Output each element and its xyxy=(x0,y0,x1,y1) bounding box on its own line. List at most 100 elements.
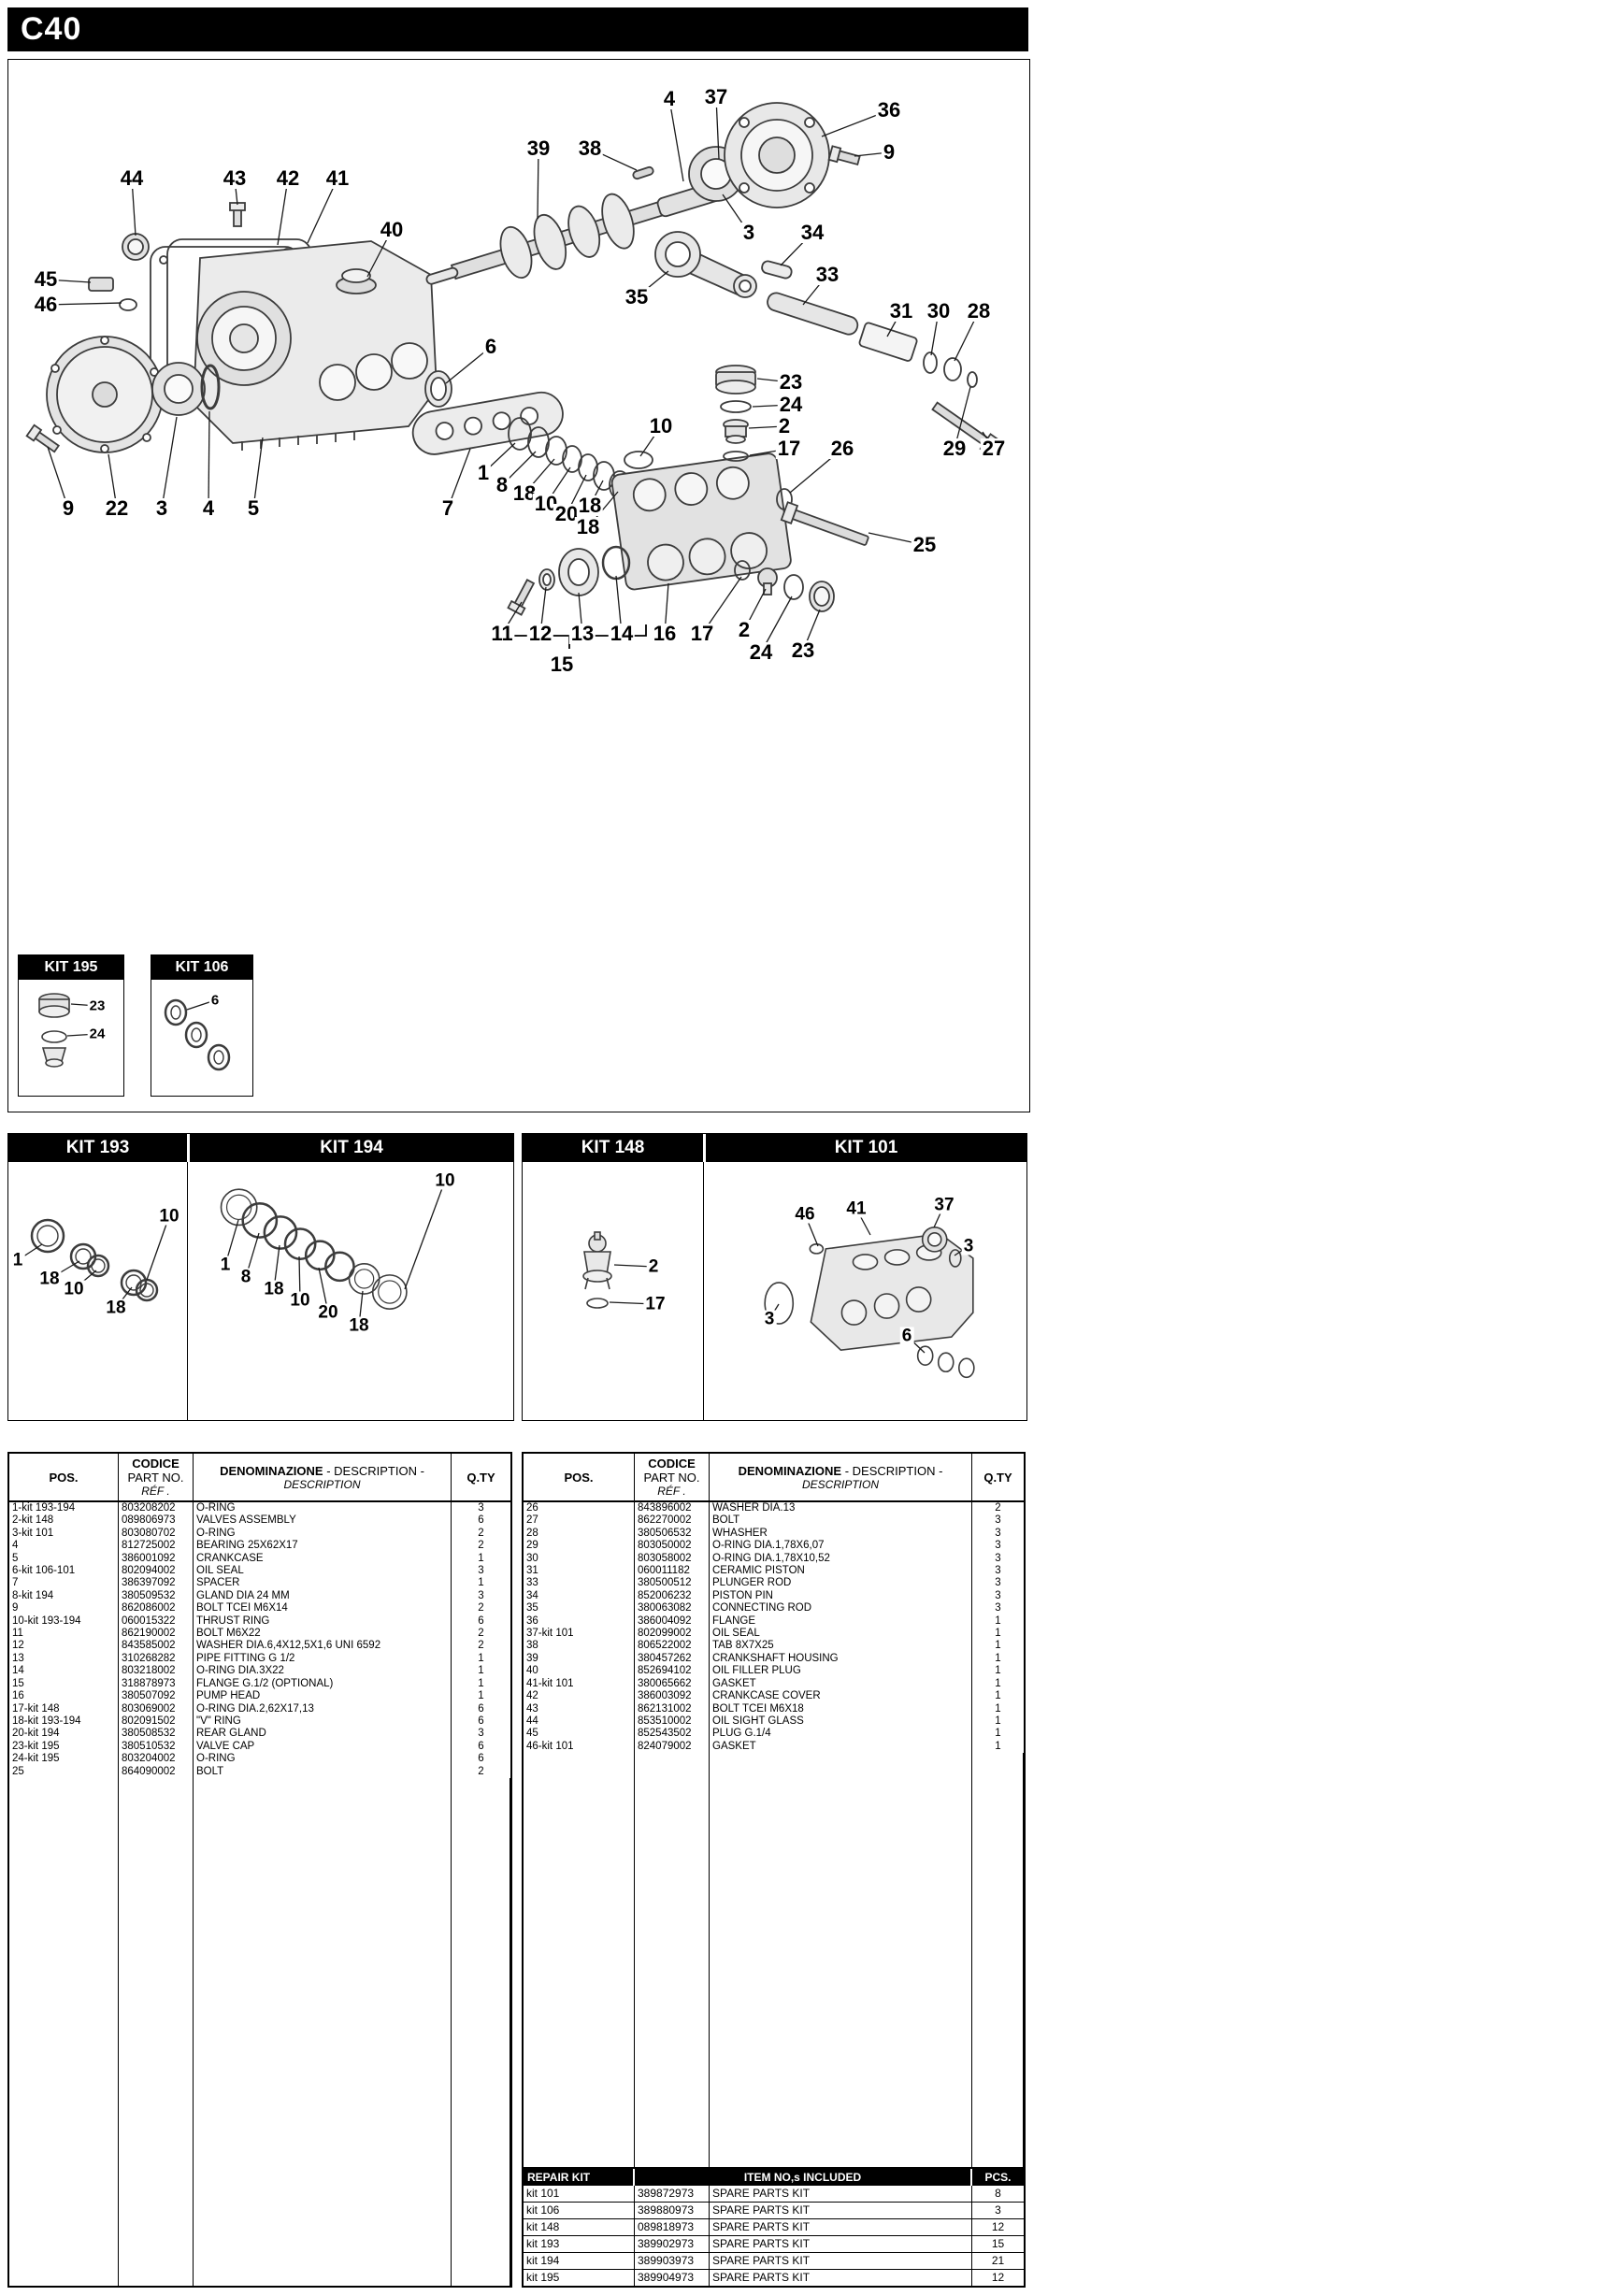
filler-cell xyxy=(9,1777,119,2286)
kit-106-box: KIT 106 6 xyxy=(151,954,253,1097)
filler-cell xyxy=(119,1777,194,2286)
table-cell: WHASHER xyxy=(710,1527,972,1541)
table-cell: 35 xyxy=(524,1602,635,1615)
table-cell: 3 xyxy=(995,1540,1001,1552)
table-cell: 380500512 xyxy=(635,1577,710,1590)
table-cell: CONNECTING ROD xyxy=(710,1602,972,1615)
table-cell: 6 xyxy=(478,1514,484,1527)
table-cell: 089806973 xyxy=(119,1514,194,1528)
table-cell: 40 xyxy=(524,1665,635,1678)
table-cell: 1 xyxy=(995,1728,1001,1740)
parts-table-right-header: POS. CODICE PART NO. RÉF . DENOMINAZIONE… xyxy=(524,1454,1024,1502)
table-cell: 36 xyxy=(524,1614,635,1629)
table-cell: WASHER DIA.6,4X12,5X1,6 UNI 6592 xyxy=(194,1640,452,1653)
table-cell: BOLT M6X22 xyxy=(194,1628,452,1641)
table-cell: 23-kit 195 xyxy=(9,1740,119,1754)
table-cell: 39 xyxy=(524,1652,635,1666)
table-cell: PIPE FITTING G 1/2 xyxy=(194,1652,452,1666)
parts-table-right-filler xyxy=(524,1753,1024,2167)
table-cell: 380508532 xyxy=(119,1728,194,1741)
table-cell: 802099002 xyxy=(635,1628,710,1641)
table-cell: REAR GLAND xyxy=(194,1728,452,1741)
table-cell: 803058002 xyxy=(635,1552,710,1566)
table-cell: O-RING xyxy=(194,1527,452,1541)
table-cell: 8-kit 194 xyxy=(9,1589,119,1603)
table-cell: 803069002 xyxy=(119,1702,194,1715)
table-cell: O-RING DIA.2,62X17,13 xyxy=(194,1702,452,1715)
table-cell: 21 xyxy=(991,2254,1005,2267)
page-title: C40 xyxy=(21,11,82,47)
table-cell: 386004092 xyxy=(635,1614,710,1629)
table-cell: 12 xyxy=(991,2220,1005,2233)
table-cell: 803204002 xyxy=(119,1753,194,1766)
table-cell: 386003092 xyxy=(635,1690,710,1703)
table-cell: 380506532 xyxy=(635,1527,710,1541)
table-cell: 42 xyxy=(524,1690,635,1703)
table-cell: 29 xyxy=(524,1540,635,1553)
table-cell: 060015322 xyxy=(119,1614,194,1629)
table-cell: 25 xyxy=(9,1765,119,1778)
table-cell: 3 xyxy=(478,1502,484,1514)
kit-101-header: KIT 101 xyxy=(706,1134,1026,1162)
table-cell: 864090002 xyxy=(119,1765,194,1778)
table-cell: 34 xyxy=(524,1589,635,1603)
table-cell: 9 xyxy=(9,1602,119,1615)
table-cell: 852694102 xyxy=(635,1665,710,1678)
table-cell: 11 xyxy=(9,1628,119,1641)
table-cell: 843896002 xyxy=(635,1502,710,1515)
parts-table-right: POS. CODICE PART NO. RÉF . DENOMINAZIONE… xyxy=(522,1452,1026,2288)
table-cell: BEARING 25X62X17 xyxy=(194,1540,452,1553)
table-cell: 852543502 xyxy=(635,1728,710,1741)
table-cell: 3 xyxy=(478,1728,484,1740)
table-cell: O-RING DIA.1,78X10,52 xyxy=(710,1552,972,1566)
col-header-description: DENOMINAZIONE - DESCRIPTION - DESCRIPTIO… xyxy=(710,1454,972,1500)
table-cell: PLUNGER ROD xyxy=(710,1577,972,1590)
table-cell: 10-kit 193-194 xyxy=(9,1614,119,1629)
table-cell: BOLT xyxy=(194,1765,452,1778)
table-cell: 389902973 xyxy=(635,2236,710,2252)
table-cell: 089818973 xyxy=(635,2219,710,2235)
parts-table-left: POS. CODICE PART NO. RÉF . DENOMINAZIONE… xyxy=(7,1452,512,2288)
table-cell: SPACER xyxy=(194,1577,452,1590)
table-cell: 2 xyxy=(478,1602,484,1614)
table-cell: 31 xyxy=(524,1565,635,1578)
table-cell: TAB 8X7X25 xyxy=(710,1640,972,1653)
col-header-pos: POS. xyxy=(9,1454,119,1500)
table-cell: 380507092 xyxy=(119,1690,194,1703)
table-cell: 3 xyxy=(995,1577,1001,1589)
table-cell: 1 xyxy=(995,1652,1001,1664)
table-cell: 43 xyxy=(524,1702,635,1715)
kit-101-art xyxy=(764,1227,975,1379)
table-cell: 1-kit 193-194 xyxy=(9,1502,119,1515)
kit-106-box-header: KIT 106 xyxy=(151,955,252,980)
table-cell: 1 xyxy=(995,1690,1001,1702)
table-cell: 15 xyxy=(9,1677,119,1691)
table-cell: 27 xyxy=(524,1514,635,1528)
table-cell: 6 xyxy=(478,1753,484,1765)
table-cell: 41-kit 101 xyxy=(524,1677,635,1691)
table-cell: 318878973 xyxy=(119,1677,194,1691)
table-cell: 380065662 xyxy=(635,1677,710,1691)
col-header-qty: Q.TY xyxy=(983,1470,1012,1485)
repair-kit-col-items: ITEM NO,s INCLUDED xyxy=(635,2169,972,2186)
filler-cell xyxy=(710,1753,972,2167)
